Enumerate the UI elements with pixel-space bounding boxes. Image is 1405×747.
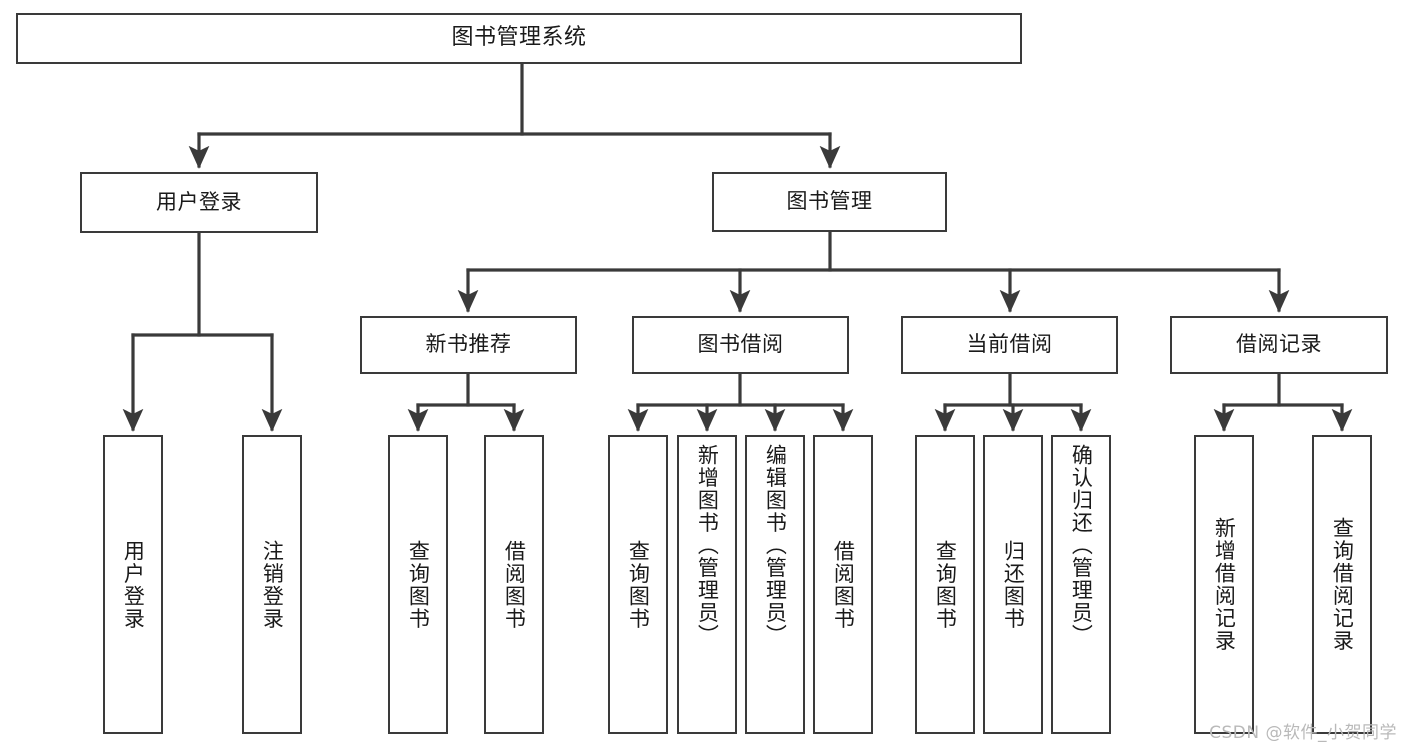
leaf-book-borrow-add-book-admin[interactable]: 新增图书（管理员） <box>677 435 737 734</box>
node-label: 新增借阅记录 <box>1212 517 1237 652</box>
leaf-borrow-record-query-record[interactable]: 查询借阅记录 <box>1312 435 1372 734</box>
node-label: 编辑图书（管理员） <box>763 444 788 647</box>
node-borrow-record[interactable]: 借阅记录 <box>1170 316 1388 374</box>
node-label: 图书管理系统 <box>451 25 587 51</box>
node-label: 注销登录 <box>260 539 285 630</box>
leaf-current-borrow-return-book[interactable]: 归还图书 <box>983 435 1043 734</box>
node-label: 查询图书 <box>406 539 431 630</box>
node-root-system[interactable]: 图书管理系统 <box>16 13 1022 64</box>
leaf-user-login-signout[interactable]: 注销登录 <box>242 435 302 734</box>
leaf-borrow-record-add-record[interactable]: 新增借阅记录 <box>1194 435 1254 734</box>
node-label: 借阅记录 <box>1236 332 1322 357</box>
node-label: 用户登录 <box>121 539 146 630</box>
leaf-book-borrow-borrow-book[interactable]: 借阅图书 <box>813 435 873 734</box>
node-user-login[interactable]: 用户登录 <box>80 172 318 233</box>
node-label: 新增图书（管理员） <box>695 444 720 647</box>
node-label: 图书借阅 <box>697 332 784 357</box>
leaf-new-book-borrow-book[interactable]: 借阅图书 <box>484 435 544 734</box>
node-label: 查询图书 <box>626 539 651 630</box>
leaf-book-borrow-edit-book-admin[interactable]: 编辑图书（管理员） <box>745 435 805 734</box>
node-label: 查询借阅记录 <box>1330 517 1355 652</box>
node-book-borrow[interactable]: 图书借阅 <box>632 316 849 374</box>
leaf-user-login-signin[interactable]: 用户登录 <box>103 435 163 734</box>
leaf-current-borrow-query-book[interactable]: 查询图书 <box>915 435 975 734</box>
node-label: 当前借阅 <box>966 332 1053 357</box>
node-label: 借阅图书 <box>831 539 856 630</box>
node-book-management[interactable]: 图书管理 <box>712 172 947 232</box>
node-label: 确认归还（管理员） <box>1069 444 1094 647</box>
node-label: 用户登录 <box>156 189 242 214</box>
node-label: 图书管理 <box>786 189 873 214</box>
node-label: 新书推荐 <box>425 332 512 357</box>
node-current-borrow[interactable]: 当前借阅 <box>901 316 1118 374</box>
leaf-current-borrow-confirm-return-admin[interactable]: 确认归还（管理员） <box>1051 435 1111 734</box>
leaf-new-book-query-book[interactable]: 查询图书 <box>388 435 448 734</box>
leaf-book-borrow-query-book[interactable]: 查询图书 <box>608 435 668 734</box>
node-label: 归还图书 <box>1001 539 1026 630</box>
node-label: 查询图书 <box>933 539 958 630</box>
node-new-book-recommend[interactable]: 新书推荐 <box>360 316 577 374</box>
watermark: CSDN @软件_小贺同学 <box>1209 723 1397 743</box>
node-label: 借阅图书 <box>502 539 527 630</box>
